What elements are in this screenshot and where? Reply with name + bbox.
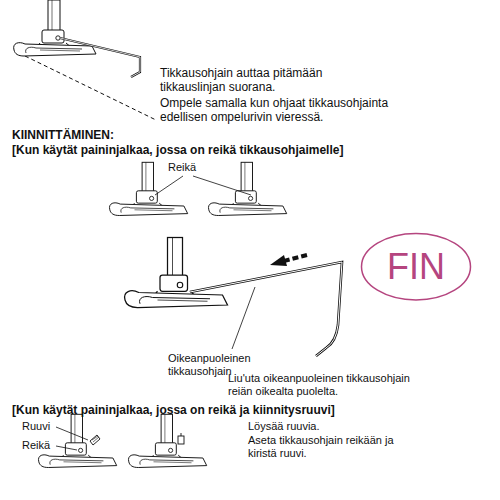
label-text: [Kun käytät paininjalkaa, jossa on reikä… — [12, 143, 482, 157]
badge-text: FIN — [387, 247, 445, 287]
label-text: Reikä — [22, 439, 62, 452]
label-text: Liu'uta oikeanpuoleinen tikkausohjain re… — [228, 372, 428, 398]
label-text: Ruuvi — [22, 420, 62, 433]
presser-foot — [38, 414, 116, 467]
label-text: Reikä — [168, 161, 228, 174]
quilting-guide — [190, 262, 342, 356]
label-text: [Kun käytät paininjalkaa, jossa on reikä… — [12, 403, 482, 417]
label-text: Tikkausohjain auttaa pitämään tikkauslin… — [160, 66, 330, 95]
label-text: Aseta tikkausohjain reikään ja kiristä r… — [248, 434, 408, 460]
presser-foot — [128, 414, 206, 467]
leader-line — [155, 176, 183, 195]
screw — [90, 435, 100, 445]
label-text: KIINNITTÄMINEN: — [12, 128, 212, 142]
screw — [178, 433, 184, 444]
language-badge: FIN — [360, 232, 472, 301]
label-text: Löysää ruuvia. — [248, 420, 448, 433]
leader-line — [193, 176, 251, 195]
leader-line — [232, 287, 255, 349]
stitch-line — [25, 56, 156, 120]
leader-line — [56, 427, 88, 440]
presser-foot — [208, 162, 286, 215]
presser-foot — [14, 0, 96, 56]
direction-arrow — [284, 255, 307, 261]
arrow-head — [270, 255, 287, 266]
label-text: Ompele samalla kun ohjaat tikkausohjaint… — [160, 96, 425, 125]
presser-foot — [125, 238, 228, 308]
quilting-guide — [60, 38, 140, 77]
leader-line — [56, 446, 77, 450]
